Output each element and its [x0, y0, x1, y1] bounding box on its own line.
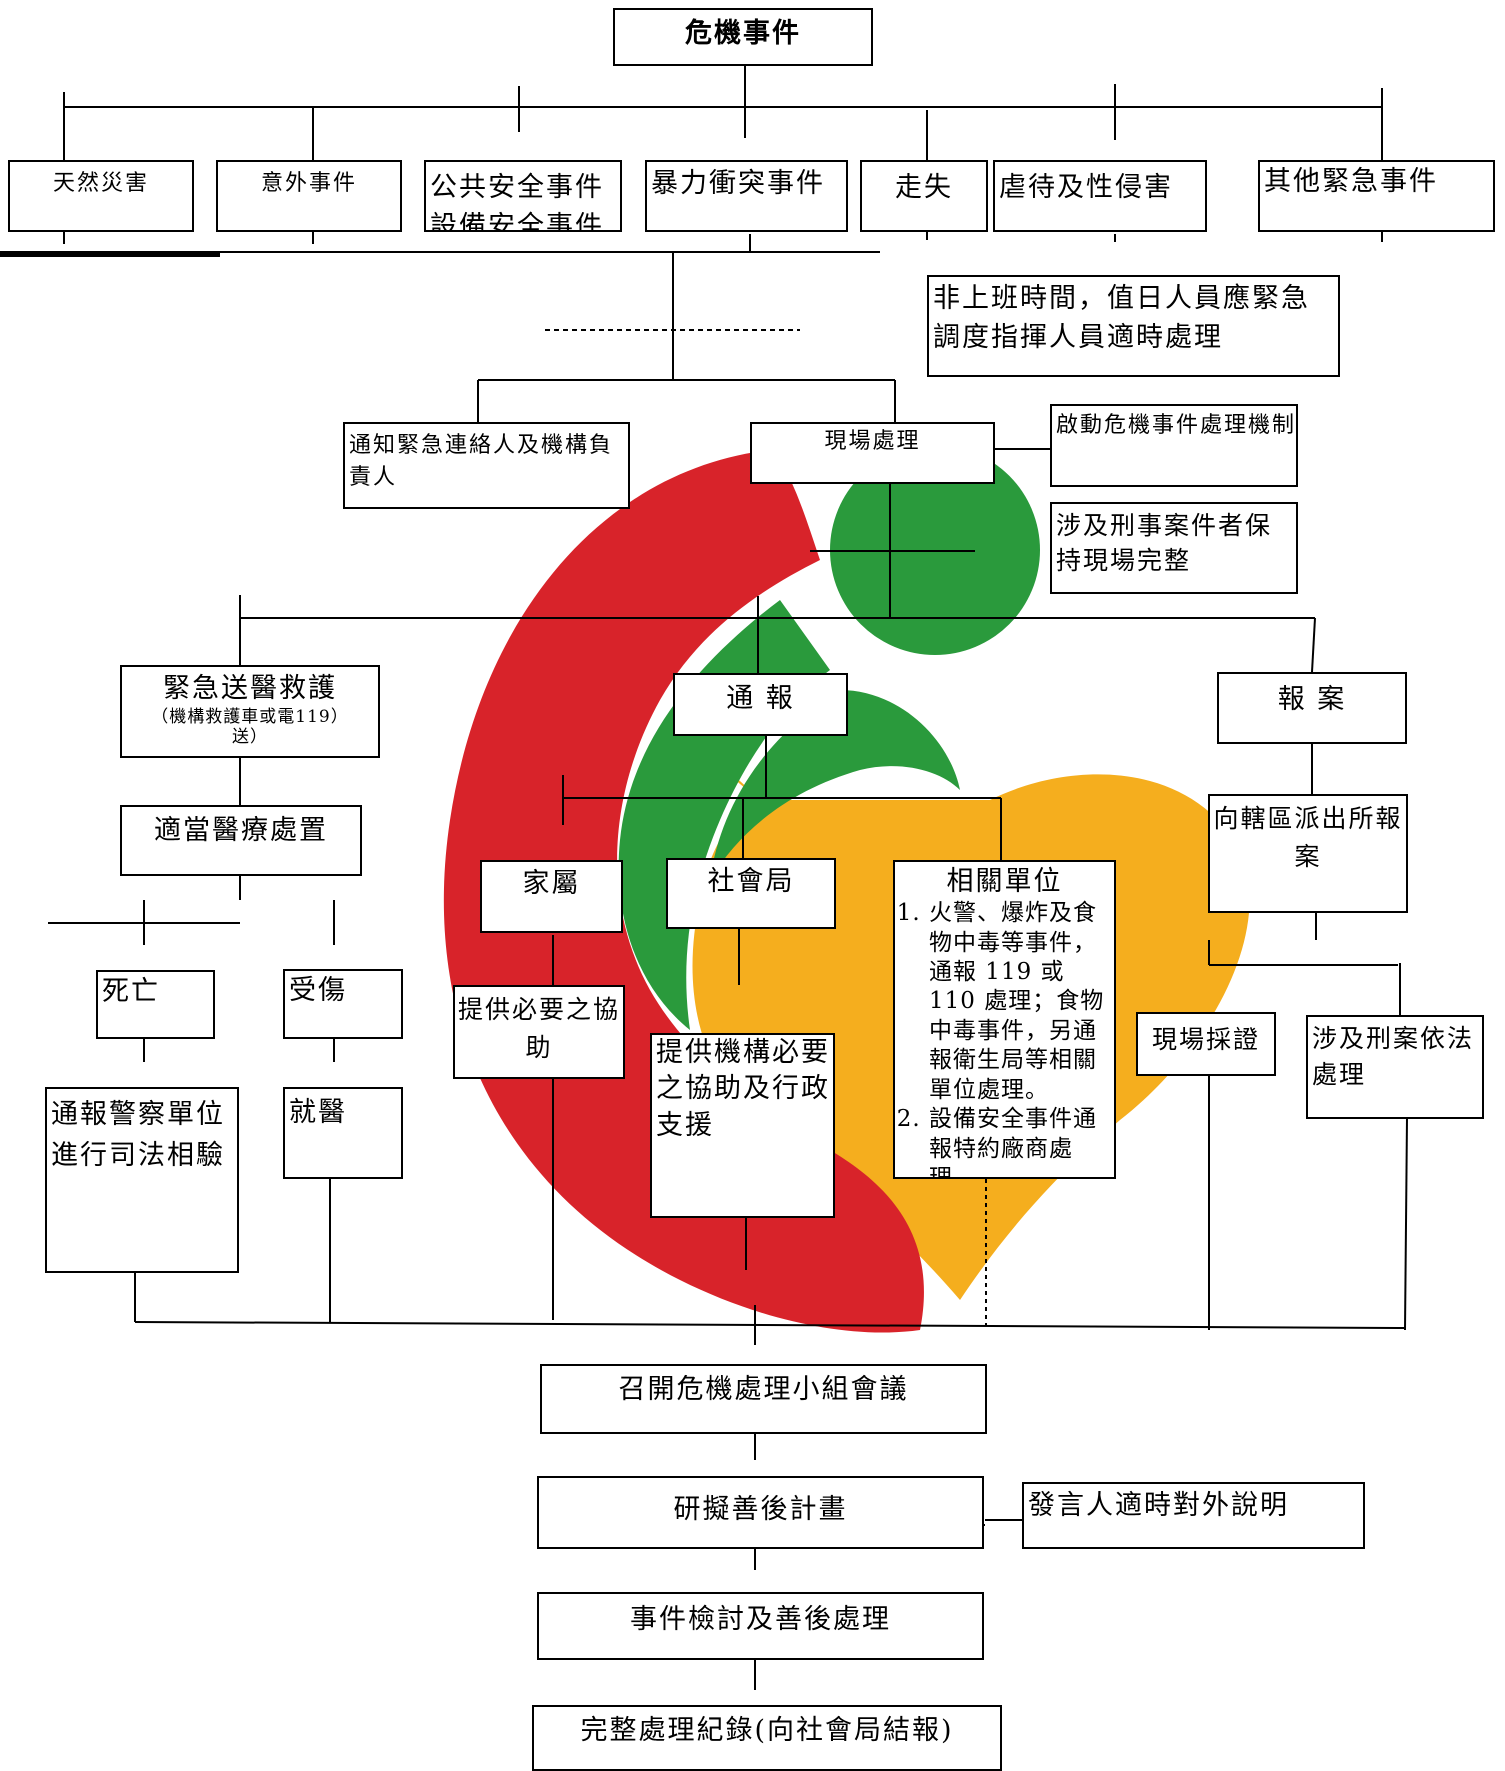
crisis-event-title: 危機事件: [613, 8, 873, 66]
related-units-title: 相關單位: [946, 866, 1063, 897]
emergency-medical-title: 緊急送醫救護: [163, 673, 337, 704]
after-hours-note: 非上班時間，值日人員應緊急調度指揮人員適時處理: [927, 275, 1340, 377]
preserve-scene-box: 涉及刑事案件者保持現場完整: [1050, 502, 1298, 594]
category-abuse: 虐待及性侵害: [993, 160, 1207, 232]
record-box: 完整處理紀錄(向社會局結報): [532, 1705, 1002, 1771]
category-equipment-safety-label: 設備安全事件: [430, 211, 604, 232]
family-help-box: 提供必要之協助: [453, 985, 625, 1079]
crisis-meeting-box: 召開危機處理小組會議: [540, 1364, 987, 1434]
evidence-collection-box: 現場採證: [1136, 1012, 1276, 1076]
on-site-handling-box: 現場處理: [750, 422, 995, 484]
review-box: 事件檢討及善後處理: [537, 1592, 984, 1660]
logo-red-arc: [443, 450, 924, 1333]
category-accident: 意外事件: [216, 160, 402, 232]
report-police-forensic-box: 通報警察單位進行司法相驗: [45, 1087, 239, 1273]
notify-box: 通 報: [673, 673, 848, 736]
related-units-item: 設備安全事件通報特約廠商處理。: [929, 1105, 1108, 1177]
see-doctor-box: 就醫: [283, 1087, 403, 1179]
category-public-safety-label: 公共安全事件: [430, 172, 604, 203]
category-natural-disaster: 天然災害: [8, 160, 194, 232]
aftercare-plan-box: 研擬善後計畫: [537, 1476, 984, 1549]
social-bureau-box: 社會局: [666, 858, 836, 929]
category-violence: 暴力衝突事件: [645, 160, 848, 232]
connector: [134, 1321, 1406, 1329]
family-box: 家屬: [480, 860, 623, 933]
injury-box: 受傷: [283, 969, 403, 1039]
emergency-medical-box: 緊急送醫救護 （機構救護車或電119） 送）: [120, 665, 380, 758]
emergency-medical-sub: （機構救護車或電119）: [151, 707, 349, 728]
emergency-medical-overflow: 送）: [232, 727, 268, 748]
category-public-safety: 公共安全事件 設備安全事件: [424, 160, 622, 232]
related-units-box: 相關單位 火警、爆炸及食物中毒等事件，通報 119 或 110 處理；食物中毒事…: [893, 860, 1116, 1179]
spokesperson-box: 發言人適時對外說明: [1022, 1482, 1365, 1549]
related-units-item: 火警、爆炸及食物中毒等事件，通報 119 或 110 處理；食物中毒事件，另通報…: [929, 899, 1108, 1105]
criminal-law-box: 涉及刑案依法處理: [1306, 1015, 1484, 1119]
bureau-help-box: 提供機構必要之協助及行政支援: [650, 1033, 835, 1218]
category-other: 其他緊急事件: [1258, 160, 1495, 232]
connector: [1404, 1117, 1408, 1331]
connector: [1311, 617, 1316, 673]
report-case-box: 報 案: [1217, 672, 1407, 744]
notify-contacts-box: 通知緊急連絡人及機構負責人: [343, 422, 630, 509]
logo-green-arc-2: [710, 690, 960, 880]
activate-mechanism-box: 啟動危機事件處理機制: [1050, 404, 1298, 487]
category-missing: 走失: [860, 160, 988, 232]
related-units-list: 火警、爆炸及食物中毒等事件，通報 119 或 110 處理；食物中毒事件，另通報…: [895, 899, 1114, 1177]
police-station-box: 向轄區派出所報案: [1208, 794, 1408, 913]
proper-treatment-box: 適當醫療處置: [120, 805, 362, 876]
death-box: 死亡: [96, 970, 215, 1039]
